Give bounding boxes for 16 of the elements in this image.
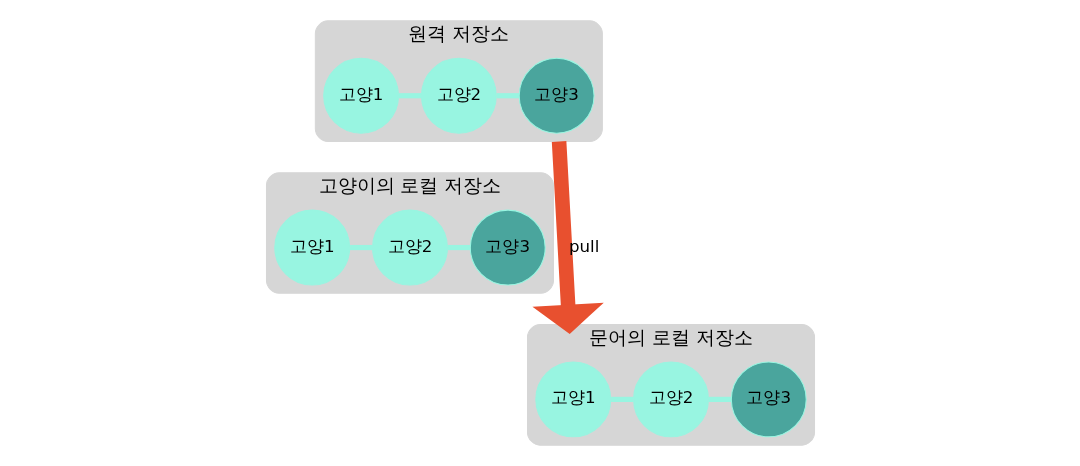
connector <box>447 244 470 251</box>
arrow <box>531 141 604 334</box>
node-circle: 고양1 <box>273 209 350 286</box>
node-circle: 고양3 <box>518 57 595 134</box>
connector <box>496 93 519 99</box>
node-circle: 고양1 <box>322 57 399 134</box>
connector <box>349 244 372 251</box>
node-circle: 고양2 <box>632 361 709 438</box>
node-circle: 고양3 <box>730 361 807 438</box>
node-circle: 고양1 <box>534 361 611 438</box>
node-circle: 고양2 <box>371 209 448 286</box>
node-circle: 고양2 <box>420 57 497 134</box>
connector <box>398 93 421 99</box>
connector <box>610 396 634 402</box>
node-circle: 고양3 <box>469 209 546 286</box>
connector <box>708 396 731 402</box>
